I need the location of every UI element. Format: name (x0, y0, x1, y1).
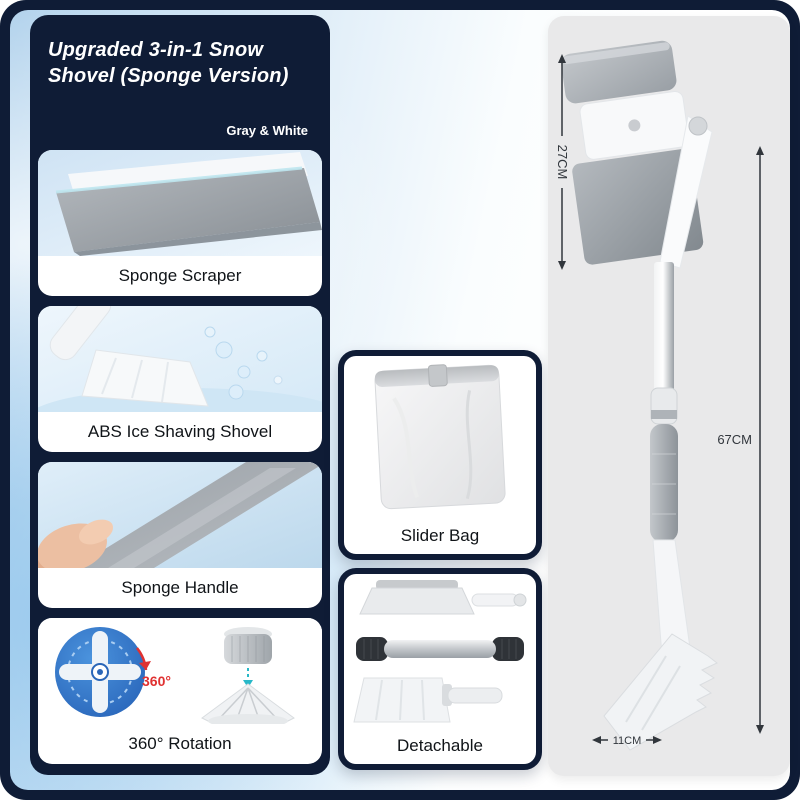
feature-card-sponge-handle: Sponge Handle (38, 462, 322, 608)
label-head-height: 27CM (555, 145, 570, 180)
sponge-scraper-illustration (38, 150, 322, 256)
page-title: Upgraded 3-in-1 Snow Shovel (Sponge Vers… (48, 37, 316, 89)
upper-pole (654, 262, 674, 392)
sponge-handle-illustration (38, 462, 322, 568)
ice-shovel-illustration (38, 306, 322, 412)
title-line-1: Upgraded 3-in-1 Snow (48, 39, 264, 61)
feature-card-sponge-scraper: Sponge Scraper (38, 150, 322, 296)
feature-card-rotation: 360° 360° Rotation (38, 618, 322, 764)
caption-sponge-scraper: Sponge Scraper (118, 266, 242, 285)
color-variant-label: Gray & White (226, 123, 308, 138)
label-total-length: 67CM (717, 432, 752, 447)
rotation-knob (688, 116, 708, 136)
feature-card-ice-shovel: ABS Ice Shaving Shovel (38, 306, 322, 452)
left-panel: Upgraded 3-in-1 Snow Shovel (Sponge Vers… (30, 15, 330, 775)
label-blade-width: 11CM (613, 735, 642, 747)
caption-detachable: Detachable (396, 736, 483, 755)
connector-band (651, 410, 677, 419)
shovel-blade (603, 633, 718, 751)
foam-grip (650, 424, 678, 542)
slider-bag-illustration (374, 364, 506, 510)
full-product-illustration: 27CM 67CM 11CM (555, 40, 764, 751)
caption-slider-bag: Slider Bag (400, 526, 480, 545)
middle-card-detachable: Detachable (338, 568, 542, 770)
caption-sponge-handle: Sponge Handle (121, 578, 239, 597)
title-line-2: Shovel (Sponge Version) (48, 65, 289, 87)
product-dimensions-panel: 27CM 67CM 11CM (548, 16, 790, 776)
caption-rotation: 360° Rotation (128, 734, 232, 753)
caption-ice-shovel: ABS Ice Shaving Shovel (87, 422, 273, 441)
detachable-parts-illustration (353, 580, 527, 723)
rotation-degree-label: 360° (142, 673, 171, 689)
rotation-illustration: 360° (38, 618, 322, 724)
middle-card-slider-bag: Slider Bag (338, 350, 542, 560)
